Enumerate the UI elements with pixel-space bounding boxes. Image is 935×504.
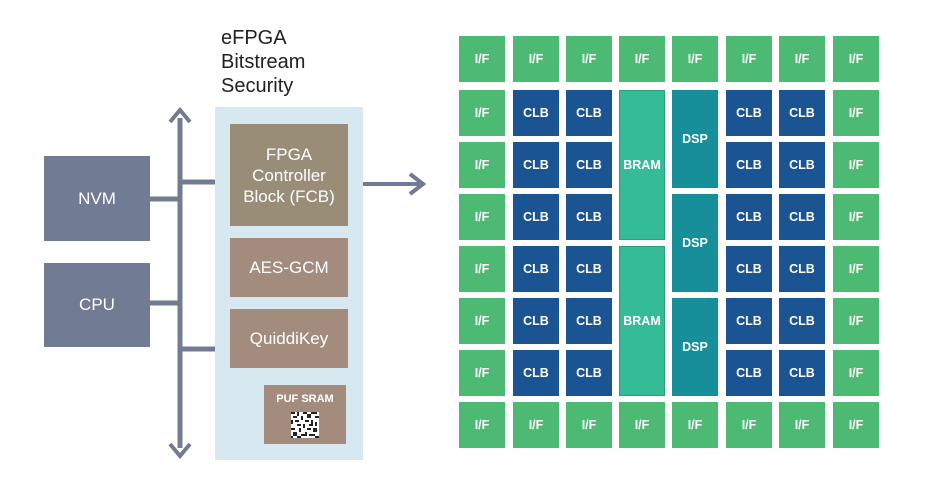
- title-line-1: eFPGA: [221, 27, 287, 49]
- fcb-label-line-3: Block (FCB): [243, 186, 335, 206]
- io-cell-r1-c7: I/F: [833, 90, 879, 136]
- io-cell-r0-c6: I/F: [779, 36, 825, 82]
- fcb-label-line-2: Controller: [252, 165, 326, 185]
- bus-arrow-up-icon: [168, 106, 192, 124]
- clb-cell-r3-c6: CLB: [779, 194, 825, 240]
- clb-cell-r2-c1: CLB: [513, 142, 559, 188]
- clb-cell-r3-c2: CLB: [566, 194, 612, 240]
- io-cell-r5-c0: I/F: [459, 298, 505, 344]
- io-cell-r6-c0: I/F: [459, 350, 505, 396]
- io-cell-r7-c7: I/F: [833, 402, 879, 448]
- clb-cell-r5-c6: CLB: [779, 298, 825, 344]
- aes-gcm-block: AES-GCM: [230, 238, 348, 297]
- io-cell-r5-c7: I/F: [833, 298, 879, 344]
- bram-block-2: BRAM: [619, 246, 665, 396]
- io-cell-r0-c7: I/F: [833, 36, 879, 82]
- clb-cell-r4-c5: CLB: [726, 246, 772, 292]
- clb-cell-r3-c1: CLB: [513, 194, 559, 240]
- nvm-block: NVM: [44, 156, 150, 241]
- security-panel-title: eFPGA Bitstream Security: [221, 26, 305, 98]
- quiddikey-label: QuiddiKey: [249, 329, 329, 348]
- clb-cell-r5-c5: CLB: [726, 298, 772, 344]
- fcb-label-line-1: FPGA: [265, 144, 313, 164]
- cpu-label: CPU: [79, 295, 115, 314]
- dsp-block-3: DSP: [672, 298, 718, 396]
- io-cell-r7-c4: I/F: [672, 402, 718, 448]
- clb-cell-r1-c1: CLB: [513, 90, 559, 136]
- io-cell-r2-c7: I/F: [833, 142, 879, 188]
- clb-cell-r5-c1: CLB: [513, 298, 559, 344]
- clb-cell-r4-c1: CLB: [513, 246, 559, 292]
- io-cell-r4-c0: I/F: [459, 246, 505, 292]
- io-cell-r0-c1: I/F: [513, 36, 559, 82]
- clb-cell-r6-c2: CLB: [566, 350, 612, 396]
- bram-block-1: BRAM: [619, 90, 665, 240]
- puf-sram-block: PUF SRAM: [264, 385, 346, 444]
- io-cell-r7-c3: I/F: [619, 402, 665, 448]
- io-cell-r6-c7: I/F: [833, 350, 879, 396]
- clb-cell-r2-c2: CLB: [566, 142, 612, 188]
- clb-cell-r4-c2: CLB: [566, 246, 612, 292]
- dsp-block-2: DSP: [672, 194, 718, 292]
- io-cell-r7-c0: I/F: [459, 402, 505, 448]
- io-cell-r0-c5: I/F: [726, 36, 772, 82]
- io-cell-r0-c0: I/F: [459, 36, 505, 82]
- clb-cell-r2-c5: CLB: [726, 142, 772, 188]
- fpga-controller-block: FPGA Controller Block (FCB): [230, 124, 348, 226]
- aes-gcm-label: AES-GCM: [249, 258, 329, 277]
- clb-cell-r2-c6: CLB: [779, 142, 825, 188]
- clb-cell-r1-c2: CLB: [566, 90, 612, 136]
- io-cell-r4-c7: I/F: [833, 246, 879, 292]
- io-cell-r1-c0: I/F: [459, 90, 505, 136]
- clb-cell-r3-c5: CLB: [726, 194, 772, 240]
- nvm-label: NVM: [78, 188, 116, 208]
- io-cell-r0-c2: I/F: [566, 36, 612, 82]
- clb-cell-r5-c2: CLB: [566, 298, 612, 344]
- io-cell-r3-c7: I/F: [833, 194, 879, 240]
- io-cell-r7-c1: I/F: [513, 402, 559, 448]
- quiddikey-block: QuiddiKey: [230, 309, 348, 368]
- bus-arrow-down-icon: [168, 442, 192, 460]
- clb-cell-r4-c6: CLB: [779, 246, 825, 292]
- io-cell-r3-c0: I/F: [459, 194, 505, 240]
- puf-sram-label: PUF SRAM: [276, 393, 334, 405]
- io-cell-r7-c5: I/F: [726, 402, 772, 448]
- clb-cell-r6-c6: CLB: [779, 350, 825, 396]
- io-cell-r7-c6: I/F: [779, 402, 825, 448]
- io-cell-r0-c4: I/F: [672, 36, 718, 82]
- title-line-3: Security: [221, 75, 294, 97]
- qr-pattern-icon: [291, 412, 319, 438]
- io-cell-r0-c3: I/F: [619, 36, 665, 82]
- io-cell-r2-c0: I/F: [459, 142, 505, 188]
- dsp-block-1: DSP: [672, 90, 718, 188]
- clb-cell-r6-c1: CLB: [513, 350, 559, 396]
- io-cell-r7-c2: I/F: [566, 402, 612, 448]
- clb-cell-r1-c6: CLB: [779, 90, 825, 136]
- clb-cell-r1-c5: CLB: [726, 90, 772, 136]
- fcb-to-fabric-arrow-icon: [408, 172, 427, 196]
- cpu-block: CPU: [44, 263, 150, 347]
- title-line-2: Bitstream: [221, 51, 306, 73]
- clb-cell-r6-c5: CLB: [726, 350, 772, 396]
